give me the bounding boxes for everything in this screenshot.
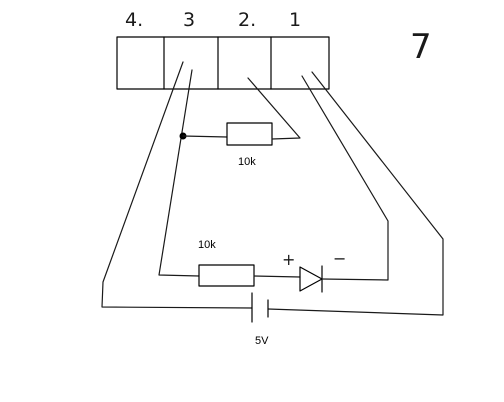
battery	[251, 292, 269, 323]
resistor-2	[198, 264, 255, 287]
led-plus-mark: +	[282, 250, 295, 269]
wire-resistor2-to-led	[253, 275, 301, 278]
wire-pin4-to-battery	[101, 61, 253, 309]
pin-label-4: 4.	[125, 9, 143, 31]
resistor-2-label: 10k	[198, 239, 216, 251]
led-diode	[299, 265, 323, 293]
connector-block	[116, 36, 330, 90]
resistor-1-label: 10k	[238, 156, 256, 168]
pin-label-3: 3	[183, 9, 195, 31]
figure-number: 7	[410, 27, 432, 67]
wire-junction-to-resistor1	[182, 135, 228, 138]
diode-triangle	[299, 266, 323, 292]
wire-battery-to-pin1	[267, 71, 444, 316]
battery-label: 5V	[255, 335, 269, 347]
wire-led-to-pin1	[301, 75, 389, 281]
wire-pin3-to-resistor2	[158, 69, 200, 277]
connector-outline	[116, 36, 330, 90]
pin-label-2: 2.	[238, 9, 256, 31]
resistor-1	[226, 122, 273, 146]
pin-label-1: 1	[289, 9, 301, 31]
wire-resistor1-to-pin2	[247, 77, 301, 140]
led-minus-mark: −	[333, 249, 346, 268]
